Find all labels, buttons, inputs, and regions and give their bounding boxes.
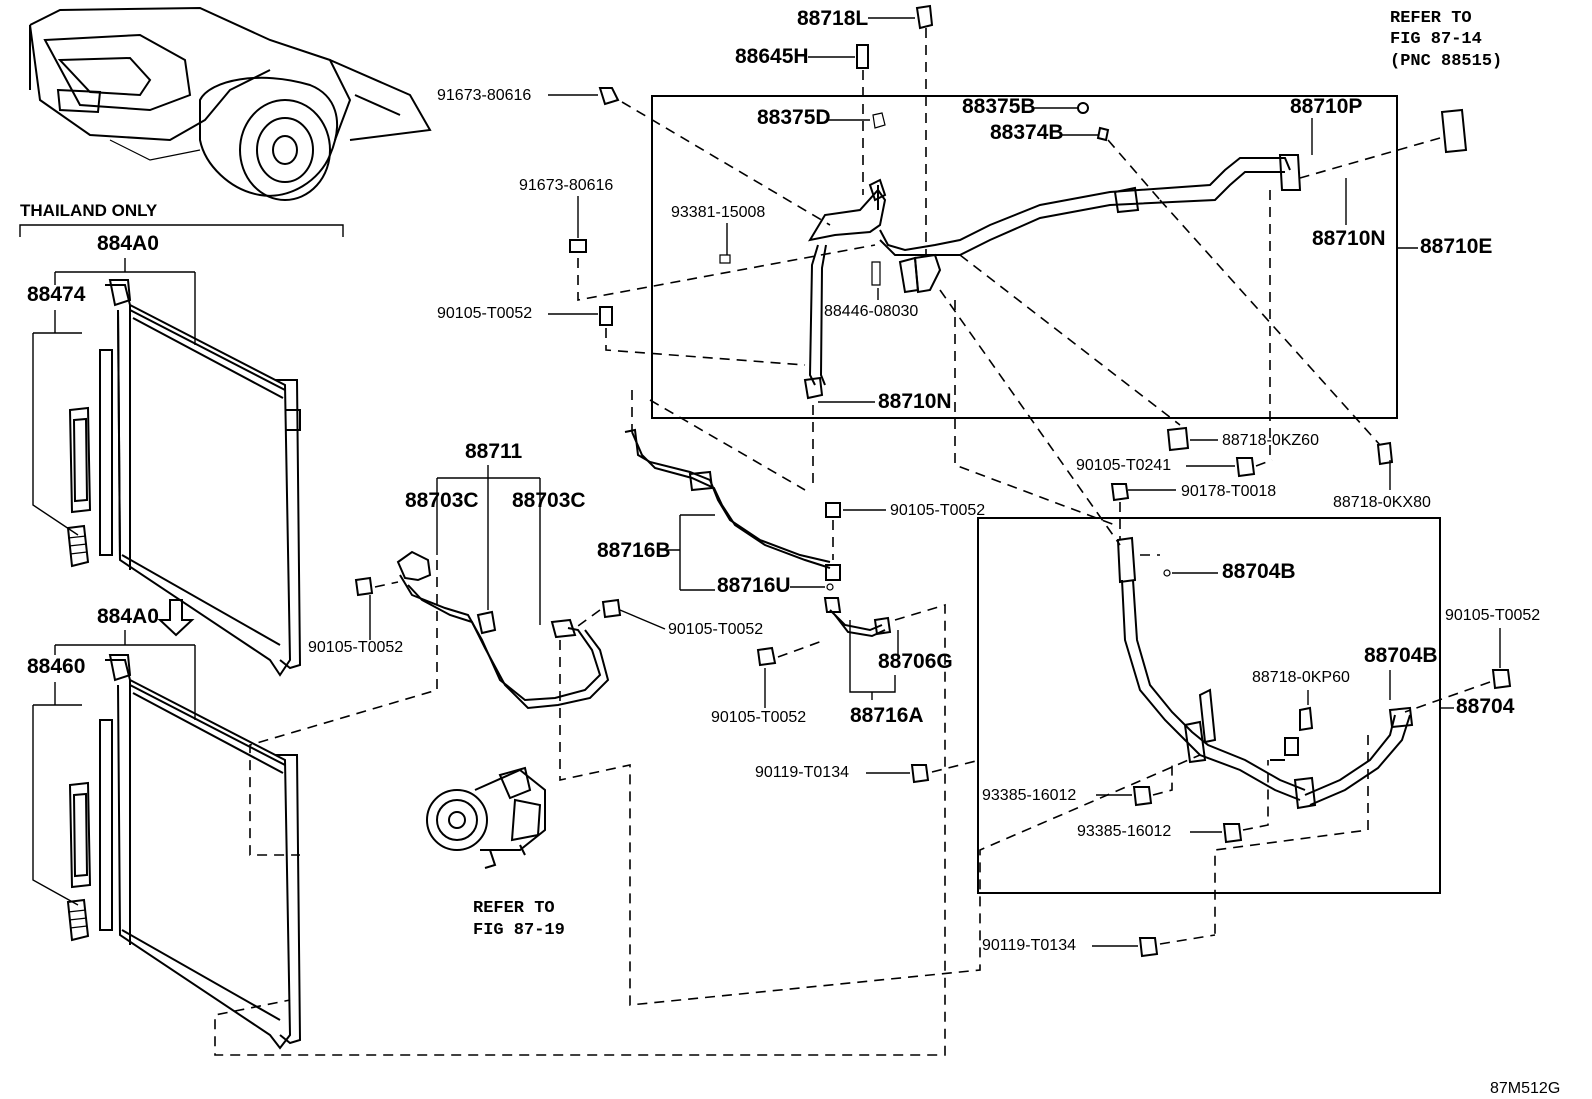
- label-90105-T0052-e: 90105-T0052: [711, 709, 806, 726]
- compressor: REFER TO FIG 87-19: [426, 766, 565, 940]
- label-88716U: 88716U: [717, 574, 791, 597]
- label-90105-T0052-d: 90105-T0052: [890, 502, 985, 519]
- label-88704: 88704: [1456, 695, 1515, 718]
- label-88706G: 88706G: [878, 650, 953, 673]
- label-90105-T0052-c: 90105-T0052: [668, 621, 763, 638]
- svg-text:REFER TO: REFER TO: [473, 899, 555, 918]
- svg-text:FIG 87-19: FIG 87-19: [473, 921, 565, 940]
- label-88718L: 88718L: [797, 7, 868, 30]
- label-88718-0KX80: 88718-0KX80: [1333, 494, 1431, 511]
- figure-code: 87M512G: [1490, 1080, 1560, 1097]
- label-88710E: 88710E: [1420, 235, 1492, 258]
- liquid-tube-88716: [624, 428, 892, 638]
- label-90105-T0052-b: 90105-T0052: [308, 639, 403, 656]
- label-90105-T0241: 90105-T0241: [1076, 457, 1171, 474]
- thailand-only-bracket: THAILAND ONLY: [19, 201, 344, 237]
- label-93381-15008: 93381-15008: [671, 204, 765, 221]
- label-88716A: 88716A: [850, 704, 924, 727]
- right-assembly-box: [977, 517, 1441, 894]
- condenser-lower: 884A0 88460: [27, 605, 302, 1050]
- label-88375D: 88375D: [757, 106, 831, 129]
- condenser-upper: 884A0 88474: [27, 232, 302, 677]
- label-88645H: 88645H: [735, 45, 809, 68]
- label-93385-16012-b: 93385-16012: [1077, 823, 1171, 840]
- label-88704B-lower: 88704B: [1364, 644, 1438, 667]
- label-90105-T0052-a: 90105-T0052: [437, 305, 532, 322]
- label-88703C-right: 88703C: [512, 489, 586, 512]
- label-88460: 88460: [27, 655, 85, 678]
- label-88703C-left: 88703C: [405, 489, 479, 512]
- label-91673-80616-lower: 91673-80616: [519, 177, 613, 194]
- label-88718-0KP60: 88718-0KP60: [1252, 669, 1350, 686]
- label-88374B: 88374B: [990, 121, 1064, 144]
- label-88710N-lower: 88710N: [878, 390, 952, 413]
- label-88710P: 88710P: [1290, 95, 1362, 118]
- label-884A0-lower: 884A0: [97, 605, 159, 628]
- label-88716B: 88716B: [597, 539, 671, 562]
- label-90105-T0052-f: 90105-T0052: [1445, 607, 1540, 624]
- vehicle-front-illustration: [29, 6, 432, 201]
- svg-text:(PNC 88515): (PNC 88515): [1390, 52, 1502, 71]
- svg-text:FIG 87-14: FIG 87-14: [1390, 30, 1482, 49]
- thailand-only-note: THAILAND ONLY: [20, 201, 158, 220]
- label-88474: 88474: [27, 283, 86, 306]
- discharge-hose-88711: 88711 88703C 88703C: [396, 440, 610, 710]
- label-88710N-right: 88710N: [1312, 227, 1386, 250]
- label-88704B-upper: 88704B: [1222, 560, 1296, 583]
- svg-text:REFER TO: REFER TO: [1390, 9, 1472, 28]
- label-93385-16012-a: 93385-16012: [982, 787, 1076, 804]
- label-88718-0KZ60: 88718-0KZ60: [1222, 432, 1319, 449]
- label-88446-08030: 88446-08030: [824, 303, 918, 320]
- label-884A0-upper: 884A0: [97, 232, 159, 255]
- label-90119-T0134-b: 90119-T0134: [982, 937, 1076, 954]
- refer-fig-87-14-note: REFER TO FIG 87-14 (PNC 88515): [1299, 9, 1502, 179]
- label-88711: 88711: [465, 440, 523, 463]
- label-90178-T0018: 90178-T0018: [1181, 483, 1276, 500]
- arrow-down-icon: [157, 599, 195, 637]
- upper-assembly-box: [651, 95, 1398, 419]
- label-90119-T0134-a: 90119-T0134: [755, 764, 849, 781]
- label-88375B: 88375B: [962, 95, 1036, 118]
- label-91673-80616-upper: 91673-80616: [437, 87, 531, 104]
